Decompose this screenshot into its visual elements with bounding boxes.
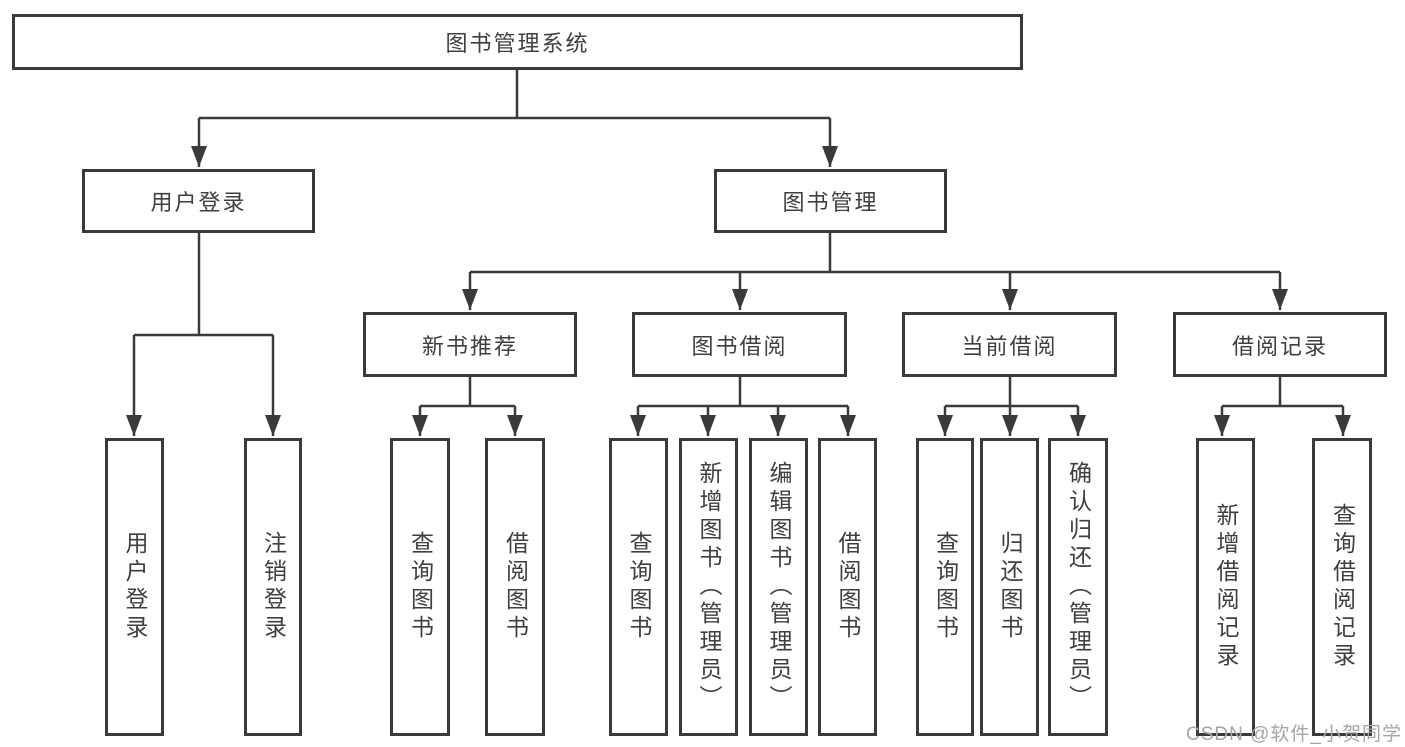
node-borrowing-records: 借阅记录 — [1173, 312, 1387, 377]
leaf-query-books-borrowing: 查询图书 — [609, 438, 668, 736]
leaf-add-books-admin: 新增图书（管理员） — [679, 438, 738, 736]
node-book-management: 图书管理 — [714, 169, 947, 233]
leaf-user-login: 用户登录 — [105, 438, 164, 736]
node-label: 查询借阅记录 — [1329, 503, 1356, 671]
node-label: 借阅图书 — [502, 531, 529, 643]
node-user-login: 用户登录 — [82, 169, 315, 233]
leaf-return-books: 归还图书 — [980, 438, 1039, 736]
node-label: 图书借阅 — [691, 333, 788, 359]
node-label: 新书推荐 — [421, 333, 518, 359]
node-label: 用户登录 — [150, 190, 247, 215]
node-label: 归还图书 — [997, 531, 1023, 643]
node-label: 编辑图书（管理员） — [766, 461, 792, 713]
leaf-query-borrow-record: 查询借阅记录 — [1312, 438, 1372, 736]
node-label: 确认归还（管理员） — [1065, 461, 1092, 713]
node-label: 借阅图书 — [835, 531, 861, 643]
node-label: 查询图书 — [626, 531, 652, 643]
node-library-system: 图书管理系统 — [12, 14, 1023, 70]
leaf-borrow-books-recommend: 借阅图书 — [485, 438, 545, 736]
leaf-borrow-books-borrowing: 借阅图书 — [818, 438, 877, 736]
leaf-query-books-recommend: 查询图书 — [390, 438, 450, 736]
leaf-confirm-return-admin: 确认归还（管理员） — [1048, 438, 1108, 736]
node-current-borrowing: 当前借阅 — [902, 312, 1117, 377]
leaf-query-books-current: 查询图书 — [916, 438, 974, 736]
node-label: 注销登录 — [260, 531, 287, 643]
leaf-edit-books-admin: 编辑图书（管理员） — [749, 438, 808, 736]
node-label: 借阅记录 — [1231, 333, 1328, 359]
node-label: 查询图书 — [932, 531, 959, 643]
node-label: 图书管理系统 — [445, 31, 590, 56]
node-label: 当前借阅 — [961, 333, 1058, 359]
node-label: 查询图书 — [407, 531, 434, 643]
node-label: 新增借阅记录 — [1213, 503, 1239, 671]
leaf-add-borrow-record: 新增借阅记录 — [1196, 438, 1255, 736]
node-label: 用户登录 — [122, 531, 148, 643]
node-label: 图书管理 — [782, 190, 879, 215]
leaf-logout: 注销登录 — [244, 438, 302, 736]
csdn-watermark: CSDN @软件_小贺同学 — [1186, 724, 1402, 745]
node-new-book-recommendation: 新书推荐 — [363, 312, 577, 377]
node-label: 新增图书（管理员） — [696, 461, 722, 713]
node-book-borrowing: 图书借阅 — [632, 312, 847, 377]
